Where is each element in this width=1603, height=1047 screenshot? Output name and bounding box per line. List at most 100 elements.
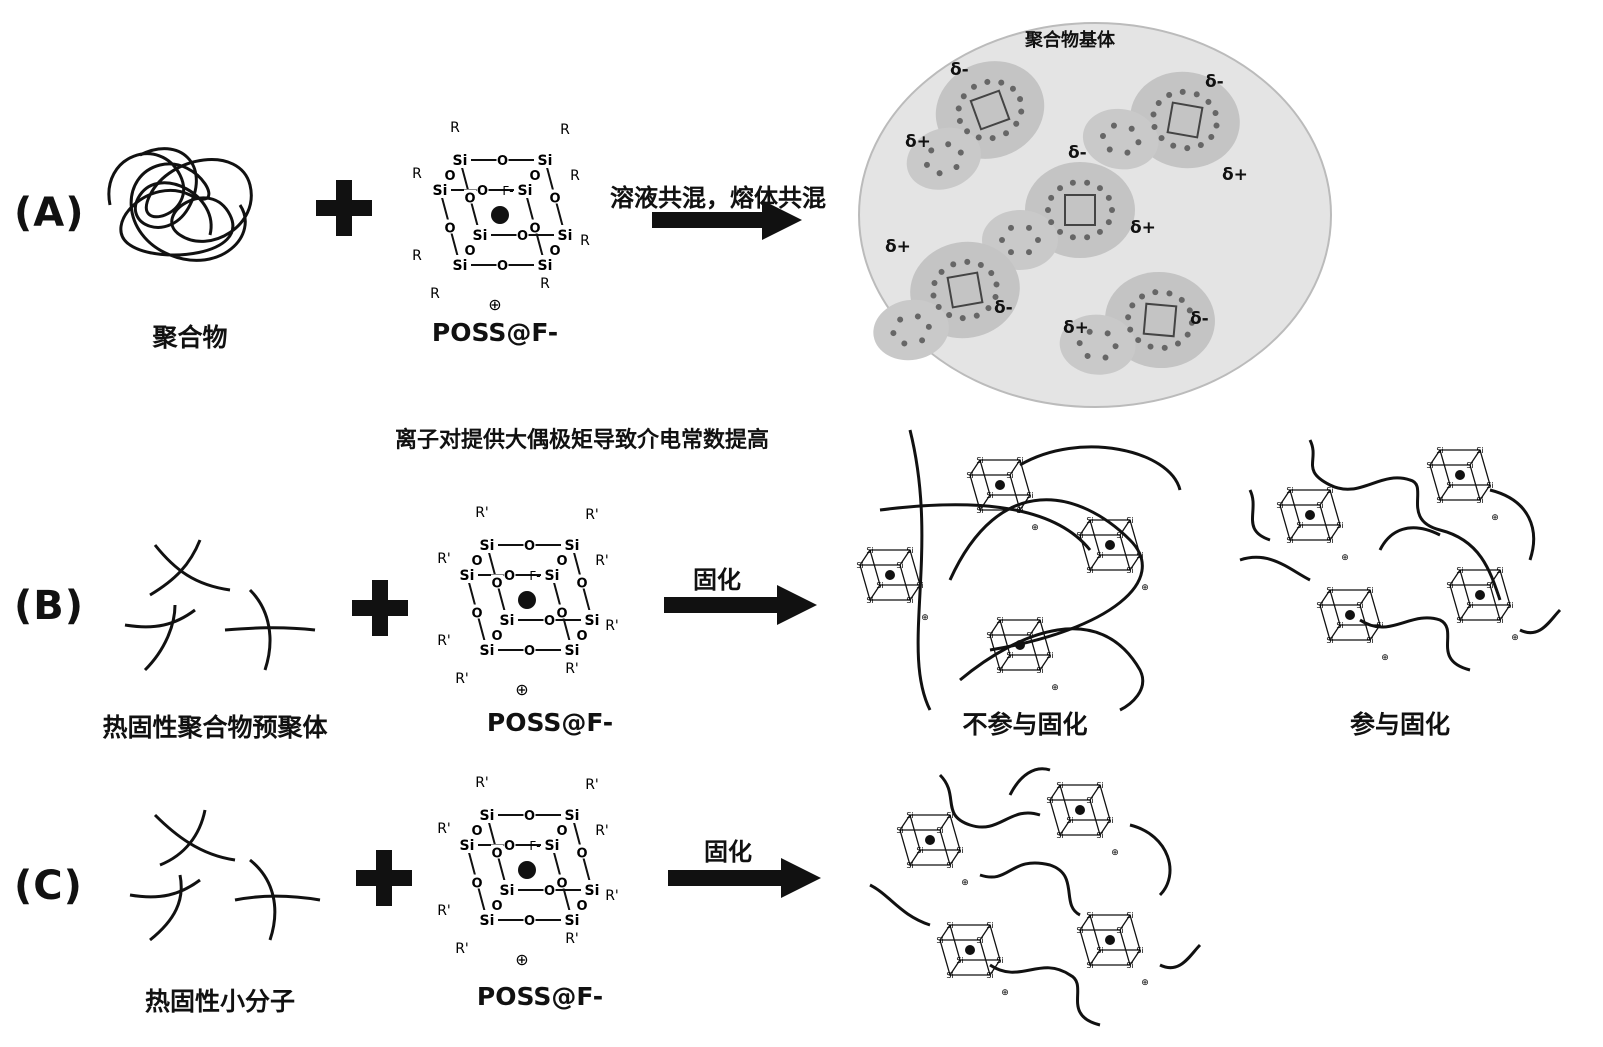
si-atom: Si <box>453 153 468 169</box>
si-atom: Si <box>956 956 963 965</box>
fluoride-ion-dot <box>1455 470 1465 480</box>
si-atom: Si <box>986 491 993 500</box>
fluoride-ion-dot <box>925 835 935 845</box>
fluoride-ion-dot <box>1345 610 1355 620</box>
si-atom: Si <box>538 153 553 169</box>
r-substituent: R' <box>595 553 609 569</box>
r-substituent: R <box>580 233 590 249</box>
si-atom: Si <box>866 546 873 555</box>
o-atom: O <box>524 914 535 929</box>
si-atom: Si <box>1026 491 1033 500</box>
si-atom: Si <box>1086 796 1093 805</box>
si-atom: Si <box>1316 501 1323 510</box>
si-atom: Si <box>1486 481 1493 490</box>
si-atom: Si <box>1466 601 1473 610</box>
r-substituent: R' <box>595 823 609 839</box>
fluoride-ion-dot <box>1105 540 1115 550</box>
si-atom: Si <box>1126 911 1133 920</box>
arrow-b-shaft <box>664 597 779 613</box>
si-atom: Si <box>896 561 903 570</box>
dipole-minus-label: δ- <box>950 60 969 80</box>
process-label-c: 固化 <box>704 838 752 866</box>
fluoride-ion-dot <box>1105 935 1115 945</box>
si-atom: Si <box>1326 536 1333 545</box>
o-atom: O <box>524 539 535 554</box>
si-atom: Si <box>433 183 448 199</box>
fluoride-ion-dot <box>518 591 536 609</box>
si-atom: Si <box>1336 521 1343 530</box>
r-substituent: R <box>570 168 580 184</box>
si-atom: Si <box>946 921 953 930</box>
o-atom: O <box>471 877 482 892</box>
si-atom: Si <box>996 956 1003 965</box>
r-substituent: R' <box>585 507 599 523</box>
dipole-plus-label: δ+ <box>1222 165 1248 185</box>
polymer-matrix-circle <box>858 22 1332 408</box>
plus-sign-b <box>352 580 408 636</box>
o-atom: O <box>444 222 455 237</box>
si-atom: Si <box>518 183 533 199</box>
fluoride-label: F- <box>529 569 540 583</box>
prepolymer-caption: 热固性聚合物预聚体 <box>102 713 328 742</box>
small-molecule-caption: 热固性小分子 <box>144 987 295 1016</box>
si-atom: Si <box>1066 816 1073 825</box>
si-atom: Si <box>565 643 580 659</box>
o-atom: O <box>556 607 567 622</box>
si-atom: Si <box>986 971 993 980</box>
r-substituent: R <box>412 166 422 182</box>
plus-sign-a <box>316 180 372 236</box>
si-atom: Si <box>906 811 913 820</box>
si-atom: Si <box>538 258 553 274</box>
si-atom: Si <box>1076 531 1083 540</box>
row-a-label: (A) <box>14 190 85 236</box>
si-atom: Si <box>1286 486 1293 495</box>
o-atom: O <box>556 877 567 892</box>
si-atom: Si <box>1106 816 1113 825</box>
o-atom: O <box>576 847 587 862</box>
si-atom: Si <box>986 921 993 930</box>
arrow-a-shaft <box>652 212 764 228</box>
o-atom: O <box>497 154 508 169</box>
process-label-b: 固化 <box>693 566 741 594</box>
fluoride-ion-dot <box>995 480 1005 490</box>
si-atom: Si <box>1006 471 1013 480</box>
si-atom: Si <box>1336 621 1343 630</box>
r-substituent: R <box>560 122 570 138</box>
r-substituent: R' <box>437 633 451 649</box>
cation-symbol: ⊕ <box>1141 978 1149 988</box>
si-atom: Si <box>558 228 573 244</box>
o-atom: O <box>524 809 535 824</box>
o-atom: O <box>556 554 567 569</box>
si-atom: Si <box>1276 501 1283 510</box>
o-atom: O <box>504 569 515 584</box>
matrix-label: 聚合物基体 <box>1025 30 1115 51</box>
si-atom: Si <box>1286 536 1293 545</box>
o-atom: O <box>544 614 555 629</box>
si-atom: Si <box>1446 481 1453 490</box>
si-atom: Si <box>1296 521 1303 530</box>
fluoride-label: F- <box>502 184 513 198</box>
r-substituent: R' <box>565 931 579 947</box>
si-atom: Si <box>1496 616 1503 625</box>
fluoride-label: F- <box>529 839 540 853</box>
si-atom: Si <box>1476 496 1483 505</box>
si-atom: Si <box>460 838 475 854</box>
cation-symbol: ⊕ <box>1141 583 1149 593</box>
si-atom: Si <box>1506 601 1513 610</box>
cation-symbol: ⊕ <box>1511 633 1519 643</box>
fluoride-ion-dot <box>1475 590 1485 600</box>
si-atom: Si <box>1046 796 1053 805</box>
si-atom: Si <box>1436 496 1443 505</box>
si-atom: Si <box>1116 926 1123 935</box>
dipole-minus-label: δ- <box>1205 72 1224 92</box>
si-atom: Si <box>1356 601 1363 610</box>
o-atom: O <box>444 169 455 184</box>
si-atom: Si <box>1096 781 1103 790</box>
o-atom: O <box>491 847 502 862</box>
cation-symbol: ⊕ <box>515 680 528 699</box>
dipole-minus-label: δ- <box>1190 309 1209 329</box>
cation-symbol: ⊕ <box>488 295 501 314</box>
si-atom: Si <box>1426 461 1433 470</box>
